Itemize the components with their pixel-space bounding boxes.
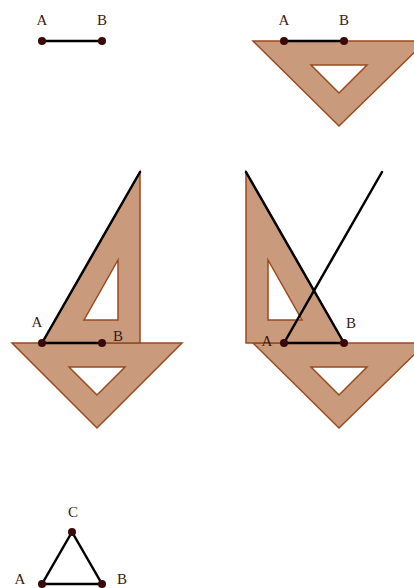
equilateral-triangle [42,532,102,584]
construction-line [246,172,344,343]
set-square [253,41,414,126]
point-label: A [15,572,26,587]
point-label: A [279,13,290,28]
point [38,37,46,45]
segment [42,342,102,345]
point-label: B [113,329,123,344]
point-label: B [339,13,349,28]
segment [284,40,344,43]
set-square-30-60 [42,172,140,343]
point [38,580,46,588]
set-square [253,343,414,428]
point-label: B [346,316,356,331]
segment [42,40,102,43]
point [38,339,46,347]
segment [284,342,344,345]
point [340,339,348,347]
point [280,339,288,347]
point-label: A [32,315,43,330]
point [340,37,348,45]
construction-line [284,172,382,343]
point-label: A [262,334,273,349]
point [98,37,106,45]
point [98,580,106,588]
point [280,37,288,45]
point-label: A [37,13,48,28]
point [98,339,106,347]
point-label: C [68,505,78,520]
construction-line [42,172,140,343]
point-label: B [97,13,107,28]
point-label: B [117,572,127,587]
point [68,528,76,536]
set-square [12,343,182,428]
set-square-30-60 [246,172,344,343]
